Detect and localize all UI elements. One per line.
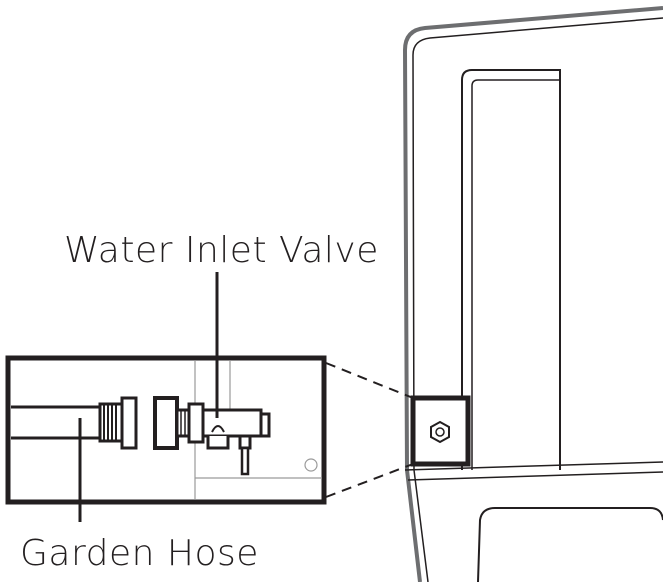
garden-hose-label: Garden Hose <box>20 533 259 574</box>
appliance-base-line <box>404 461 663 471</box>
detail-zoom-box <box>5 355 327 505</box>
appliance-inner-outline <box>412 17 663 582</box>
appliance-outer-outline <box>402 6 663 582</box>
water-inlet-valve-label: Water Inlet Valve <box>64 230 379 271</box>
inlet-highlight-box <box>410 395 471 467</box>
side-panel-inner <box>471 79 560 470</box>
appliance-body <box>402 6 663 582</box>
callout-lines <box>325 362 414 498</box>
appliance-foot <box>477 507 663 582</box>
water-inlet-valve-icon <box>153 396 271 476</box>
appliance-base-line-2 <box>407 471 663 481</box>
side-panel-recess <box>461 69 561 470</box>
hex-nut-icon <box>430 420 450 444</box>
garden-hose-icon <box>11 396 138 450</box>
